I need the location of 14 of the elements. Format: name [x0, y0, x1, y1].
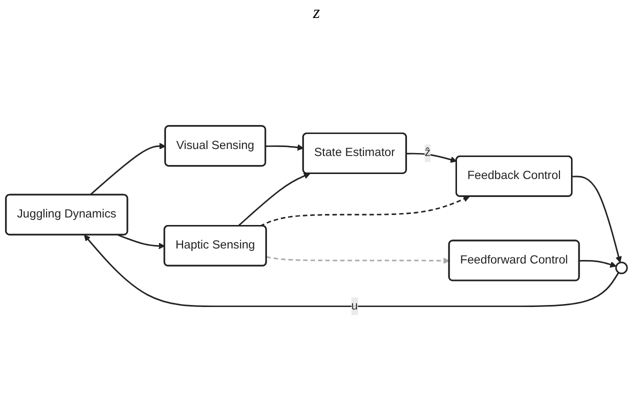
arrow — [84, 235, 620, 308]
arrow — [406, 153, 457, 164]
edge-label: u — [351, 300, 358, 313]
edge-label: ẑ — [424, 147, 431, 160]
arrow — [266, 144, 304, 152]
arrow — [238, 173, 310, 228]
arrow — [90, 143, 166, 196]
arrow — [118, 234, 166, 250]
arrow — [579, 260, 617, 268]
arrow — [572, 176, 622, 264]
node-circle — [615, 262, 628, 275]
arrow — [260, 196, 470, 228]
signal-label: z — [312, 2, 320, 22]
arrow — [266, 256, 450, 264]
